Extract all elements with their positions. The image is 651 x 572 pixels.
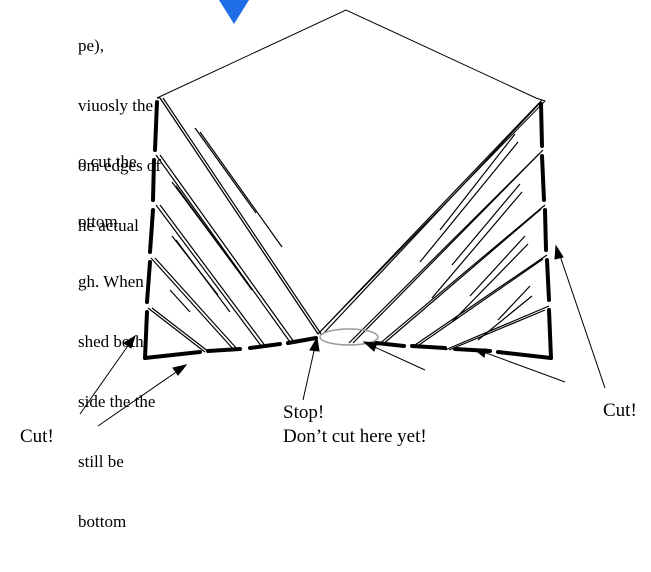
instruction-line: gh. When bbox=[78, 272, 144, 291]
pentagon-outline bbox=[156, 9, 546, 335]
cut-label-right: Cut! bbox=[603, 400, 637, 421]
paper-folding-diagram: pe), viuosly the om edges of he actual o… bbox=[20, 0, 637, 531]
instruction-line: ottom bbox=[78, 212, 118, 231]
instruction-line: he actual bbox=[78, 216, 139, 235]
instruction-text-top: pe), viuosly the om edges of he actual bbox=[78, 0, 161, 276]
right-wing-fold-lines bbox=[317, 99, 550, 351]
pointer-arrows bbox=[79, 244, 606, 427]
dont-cut-label: Don’t cut here yet! bbox=[283, 426, 427, 447]
instruction-line: shed both bbox=[78, 332, 144, 351]
stop-label: Stop! bbox=[283, 402, 325, 423]
blue-marker-triangle bbox=[219, 0, 249, 24]
instruction-line: om edges of bbox=[78, 156, 162, 175]
instruction-line: o cut the bbox=[78, 152, 137, 171]
instruction-line: pe), bbox=[78, 36, 104, 55]
instruction-line: bottom bbox=[78, 512, 127, 531]
instruction-line: viuosly the bbox=[78, 96, 154, 115]
left-wing-fold-lines bbox=[147, 97, 322, 353]
instruction-line: still be bbox=[78, 452, 124, 471]
cut-label-left: Cut! bbox=[20, 426, 54, 447]
stop-zone-ellipse bbox=[319, 328, 379, 346]
instruction-line: side the the bbox=[78, 392, 156, 411]
instruction-text-bottom: o cut the ottom gh. When shed both side … bbox=[78, 112, 155, 572]
